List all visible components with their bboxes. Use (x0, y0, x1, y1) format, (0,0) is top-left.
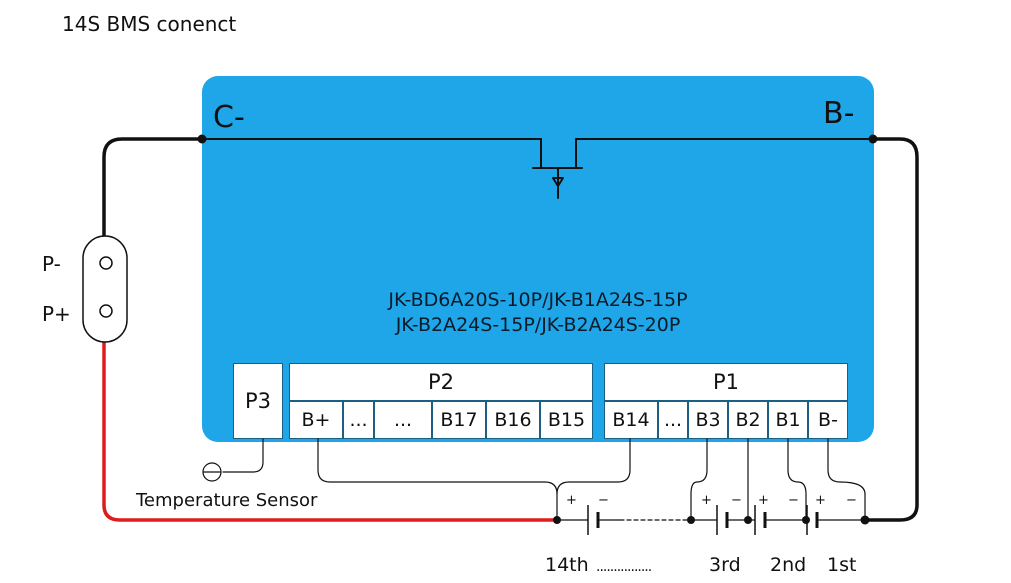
junction-dot (868, 134, 878, 144)
b1-wire (787, 438, 807, 521)
cell-14-icon (587, 505, 600, 535)
junction-dot (553, 516, 561, 524)
p2-pin-b15: B15 (540, 401, 593, 439)
pin-label: ... (663, 409, 683, 431)
b-minus-label: B- (823, 96, 855, 131)
cell-2-label: 2nd (770, 554, 807, 576)
cell-2-minus: − (788, 493, 799, 508)
p-minus-terminal-icon (99, 256, 113, 270)
connector-p3: P3 (233, 363, 283, 439)
cell-3-minus: − (731, 493, 742, 508)
c-minus-label: C- (213, 100, 245, 135)
cell-1-minus: − (846, 493, 857, 508)
junction-dot (860, 515, 870, 525)
cell-2-plus: + (758, 493, 769, 508)
p2-pin-ellipsis-1: ... (343, 401, 374, 439)
p1-pin-b-minus: B- (808, 401, 848, 439)
cell-1-label: 1st (827, 554, 857, 576)
connector-p2-label: P2 (427, 370, 455, 394)
connector-p2-header: P2 (289, 363, 593, 401)
pin-label: B1 (775, 409, 801, 431)
pin-label: B16 (494, 409, 532, 431)
pin-label: B15 (547, 409, 586, 431)
p2-pin-ellipsis-2: ... (374, 401, 432, 439)
p2-pin-b-plus: B+ (289, 401, 343, 439)
output-connector-icon (82, 235, 128, 343)
pin-label: B- (818, 409, 838, 431)
pin-label: ... (393, 409, 413, 431)
p2-pin-b16: B16 (486, 401, 540, 439)
pin-label: B17 (440, 409, 478, 431)
connector-p3-label: P3 (244, 389, 272, 413)
model-line-2: JK-B2A24S-15P/JK-B2A24S-20P (395, 314, 681, 336)
p-minus-label: P- (42, 252, 61, 276)
connector-p1-header: P1 (604, 363, 848, 401)
cell-3-label: 3rd (709, 554, 741, 576)
p1-pin-b3: B3 (688, 401, 728, 439)
junction-dot (197, 134, 207, 144)
junction-dot (744, 516, 752, 524)
cell-14-label: 14th (545, 554, 589, 576)
junction-dot (687, 516, 695, 524)
b3-wire (690, 438, 708, 521)
c-minus-wire (102, 137, 204, 260)
pin-label: B2 (735, 409, 761, 431)
p1-pin-ellipsis: ... (658, 401, 688, 439)
cell-3-plus: + (701, 493, 712, 508)
pin-label: ... (349, 409, 368, 431)
cell-dots-label: ................ (596, 559, 652, 575)
b-plus-wire (317, 438, 558, 521)
p-plus-label: P+ (42, 302, 71, 326)
cell-14-plus: + (566, 493, 577, 508)
connector-p1-label: P1 (712, 370, 740, 394)
b-minus-wire (863, 137, 919, 522)
cell-2-icon (754, 505, 767, 535)
junction-dot (802, 516, 810, 524)
cell-14-minus: − (598, 493, 609, 508)
cell-1-plus: + (815, 493, 826, 508)
b14-wire (556, 438, 631, 495)
p-plus-wire (102, 318, 559, 522)
temperature-sensor-label: Temperature Sensor (136, 490, 318, 511)
p2-pin-b17: B17 (432, 401, 486, 439)
pin-label: B3 (695, 409, 721, 431)
p1-pin-b14: B14 (604, 401, 658, 439)
cell-3-icon (716, 505, 729, 535)
pin-label: B+ (301, 409, 331, 431)
p-plus-terminal-icon (99, 304, 113, 318)
sensor-wire (222, 438, 264, 473)
pin-label: B14 (612, 409, 650, 431)
model-line-1: JK-BD6A20S-10P/JK-B1A24S-15P (388, 289, 688, 311)
p1-pin-b2: B2 (728, 401, 768, 439)
b-minus-pin-wire (827, 438, 866, 521)
diagram-title: 14S BMS conenct (62, 12, 237, 36)
mosfet-icon (532, 138, 583, 199)
p1-pin-b1: B1 (768, 401, 808, 439)
